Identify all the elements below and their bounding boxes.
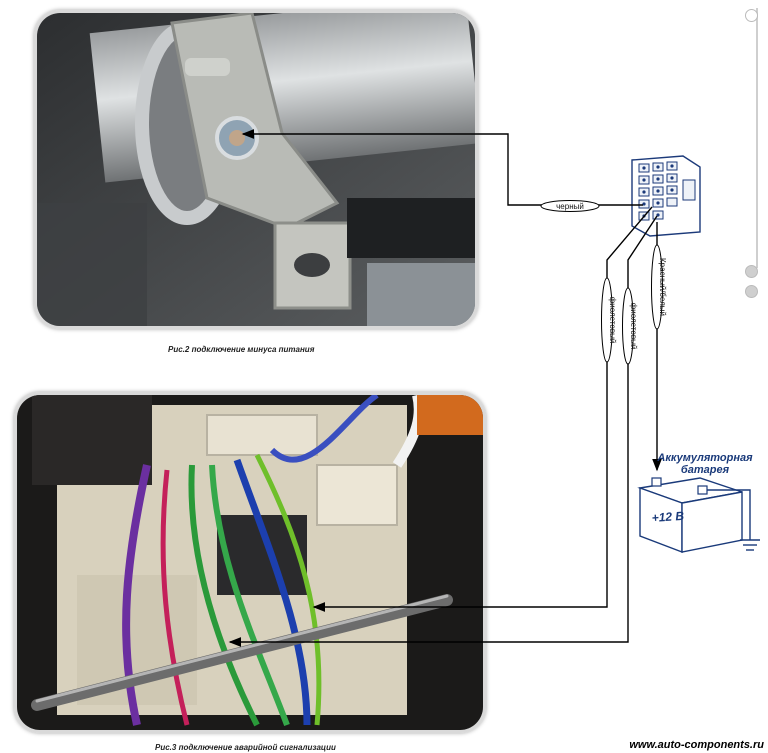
wire-violet-2-label: фиолетовый <box>629 303 638 350</box>
connector-block <box>631 155 701 237</box>
figure3-caption: Рис.3 подключение аварийной сигнализации <box>155 743 336 752</box>
wire-red-white-label: Красный/белый <box>658 258 667 316</box>
battery-label: Аккумуляторная батарея <box>640 452 768 476</box>
ground-symbol-icon <box>707 489 760 551</box>
watermark: www.auto-components.ru <box>629 739 764 751</box>
wire-black-label: черный <box>556 202 584 211</box>
scroll-knob-top[interactable] <box>745 9 758 22</box>
scroll-knob-middle[interactable] <box>745 265 758 278</box>
scrollbar-track[interactable] <box>756 8 758 268</box>
photo-ground-connection <box>34 10 478 329</box>
wire-black: черный <box>241 129 643 212</box>
battery-icon: +12 В <box>637 477 743 554</box>
ground-photo-illustration <box>37 13 475 326</box>
hazard-photo-illustration <box>17 395 483 730</box>
battery-voltage: +12 В <box>651 509 685 525</box>
battery-label-line1: Аккумуляторная <box>657 452 753 464</box>
wire-red-white: Красный/белый <box>651 222 667 472</box>
wire-violet-1: фиолетовый <box>312 206 653 612</box>
scroll-knob-bottom[interactable] <box>745 285 758 298</box>
photo-hazard-connection <box>14 392 486 733</box>
battery-label-line2: батарея <box>680 464 730 476</box>
wire-violet-2: фиолетовый <box>228 215 658 647</box>
wire-violet-1-label: фиолетовый <box>608 297 617 344</box>
figure2-caption: Рис.2 подключение минуса питания <box>168 345 315 354</box>
